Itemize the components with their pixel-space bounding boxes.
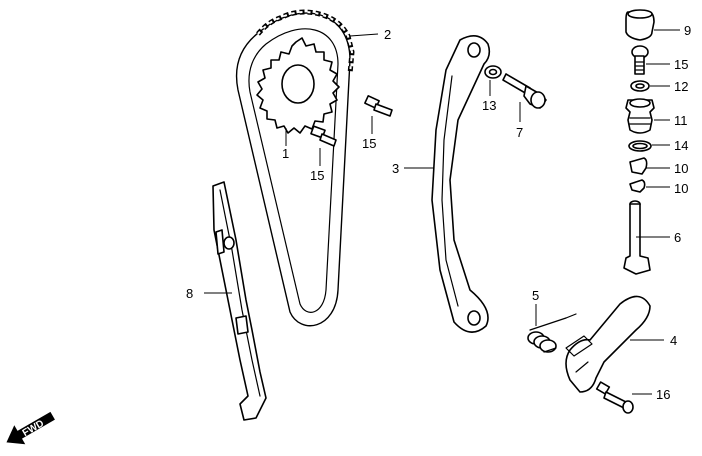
cap-9: [625, 9, 655, 41]
fwd-arrow-icon: FWD: [6, 411, 55, 445]
tensioner-lever-4: [565, 295, 651, 393]
leader-lines: [204, 29, 680, 395]
callout-15-bolt-lower: 15: [310, 168, 324, 183]
cam-chain-guide: [212, 181, 267, 421]
callout-4: 4: [670, 333, 677, 348]
roller-10-lower: [629, 179, 646, 193]
cam-sprocket: [256, 37, 340, 134]
spring-5: [527, 313, 577, 353]
callout-15-tensioner: 15: [674, 57, 688, 72]
callout-16: 16: [656, 387, 670, 402]
callout-6: 6: [674, 230, 681, 245]
push-rod-6: [623, 200, 651, 275]
fwd-label: FWD: [21, 418, 46, 439]
callout-14: 14: [674, 138, 688, 153]
callout-3: 3: [392, 161, 399, 176]
tensioner-arm: [431, 35, 491, 333]
callout-5: 5: [532, 288, 539, 303]
callout-8: 8: [186, 286, 193, 301]
cam-chain: [235, 9, 355, 327]
bolt-15-lower: [310, 125, 337, 147]
callout-10-lower: 10: [674, 181, 688, 196]
bolt-15-upper: [364, 95, 393, 117]
callout-15-bolt-upper: 15: [362, 136, 376, 151]
bolt-15-tensioner: [631, 45, 649, 75]
callout-11: 11: [674, 113, 688, 128]
pivot-bolt-7: [502, 73, 547, 109]
callout-10-upper: 10: [674, 161, 688, 176]
callout-1: 1: [282, 146, 289, 161]
callout-2: 2: [384, 27, 391, 42]
callout-9: 9: [684, 23, 691, 38]
washer-12: [630, 80, 650, 92]
callout-12: 12: [674, 79, 688, 94]
o-ring-14: [628, 140, 652, 152]
washer-13: [484, 65, 502, 79]
tensioner-body-11: [625, 98, 655, 134]
callout-7: 7: [516, 125, 523, 140]
roller-10-upper: [629, 157, 648, 175]
callout-13: 13: [482, 98, 496, 113]
bolt-16: [595, 381, 634, 414]
